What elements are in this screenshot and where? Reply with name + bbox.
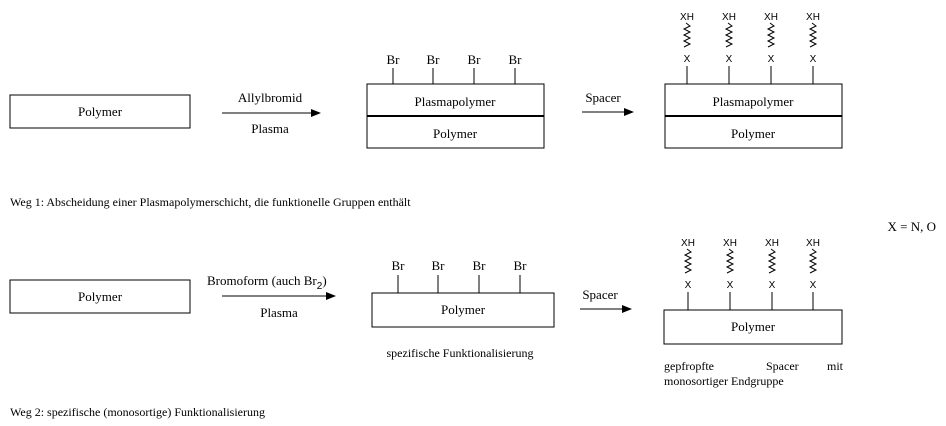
spacer-chain: XH X	[806, 238, 820, 310]
row2-reagent: Bromoform (auch Br2)	[207, 273, 327, 292]
spacer-chain: XH X	[723, 238, 737, 310]
row1-plasma-layer-label: Plasmapolymer	[415, 94, 497, 109]
row2-grafted-caption-line2: monosortiger Endgruppe	[664, 374, 784, 388]
row1-grafted-substrate-label: Polymer	[731, 126, 776, 141]
row2-caption: Weg 2: spezifische (monosortige) Funktio…	[10, 405, 265, 419]
row1-spacer-arrow: Spacer	[582, 90, 634, 116]
row1-br-label: Br	[387, 52, 401, 67]
row2-br-label: Br	[473, 258, 487, 273]
row1-reaction-arrow: Allylbromid Plasma	[222, 90, 321, 136]
spacer-anchor-atom: X	[810, 280, 817, 291]
spacer-zigzag	[767, 248, 777, 274]
row2-grafted-polymer: Polymer XH X XH X XH X XH X gepfropfte Spacer m…	[663, 238, 844, 388]
spacer-anchor-atom: X	[727, 280, 734, 291]
spacer-chain: XH X	[722, 12, 736, 84]
row2-br-label: Br	[392, 258, 406, 273]
spacer-end-group: XH	[806, 12, 820, 23]
spacer-end-group: XH	[681, 238, 695, 249]
row2-br-label: Br	[514, 258, 528, 273]
row2-grafted-product-label: Polymer	[731, 319, 776, 334]
row1-substrate-label: Polymer	[433, 126, 478, 141]
spacer-end-group: XH	[680, 12, 694, 23]
row2-condition: Plasma	[260, 305, 298, 320]
row2-functionalized-polymer: Polymer Br Br Br Br spezifische Funktion…	[371, 258, 555, 360]
row2-grafted-caption-line1: mit	[827, 359, 844, 373]
spacer-anchor-atom: X	[726, 54, 733, 65]
spacer-zigzag	[766, 22, 776, 48]
row1-br-label: Br	[509, 52, 523, 67]
spacer-zigzag	[724, 22, 734, 48]
spacer-end-group: XH	[764, 12, 778, 23]
row1-br-label: Br	[427, 52, 441, 67]
spacer-chain: XH X	[765, 238, 779, 310]
spacer-zigzag	[808, 248, 818, 274]
row2-product-caption: spezifische Funktionalisierung	[387, 346, 534, 360]
spacer-end-group: XH	[765, 238, 779, 249]
row1-start-polymer-label: Polymer	[78, 104, 123, 119]
row1-reagent: Allylbromid	[238, 90, 303, 105]
spacer-anchor-atom: X	[810, 54, 817, 65]
row1-grafted-polymer: Plasmapolymer Polymer XH X XH X XH X XH X	[664, 12, 843, 149]
row1-spacer-label: Spacer	[585, 90, 621, 105]
row1-start-polymer: Polymer	[9, 94, 191, 129]
row2-grafted-caption-line1: Spacer	[766, 359, 799, 373]
spacer-anchor-atom: X	[768, 54, 775, 65]
row1-coated-polymer: Plasmapolymer Polymer Br Br Br Br	[366, 52, 545, 149]
row2-spacer-arrow: Spacer	[580, 287, 632, 313]
row1-grafted-layer-label: Plasmapolymer	[713, 94, 795, 109]
row2-br-label: Br	[432, 258, 446, 273]
spacer-zigzag	[683, 248, 693, 274]
spacer-anchor-atom: X	[685, 280, 692, 291]
spacer-chain: XH X	[806, 12, 820, 84]
spacer-chain: XH X	[681, 238, 695, 310]
spacer-chain: XH X	[764, 12, 778, 84]
spacer-zigzag	[725, 248, 735, 274]
spacer-end-group: XH	[722, 12, 736, 23]
row2-spacer-label: Spacer	[582, 287, 618, 302]
row2-product-label: Polymer	[441, 302, 486, 317]
side-note: X = N, O	[888, 219, 937, 234]
spacer-zigzag	[808, 22, 818, 48]
row2-reaction-arrow: Bromoform (auch Br2) Plasma	[207, 273, 336, 320]
row1-condition: Plasma	[251, 121, 289, 136]
row2-grafted-caption-line1: gepfropfte	[664, 359, 714, 373]
row1-caption: Weg 1: Abscheidung einer Plasmapolymersc…	[10, 195, 411, 209]
row2-start-polymer: Polymer	[9, 279, 191, 314]
spacer-zigzag	[682, 22, 692, 48]
spacer-anchor-atom: X	[769, 280, 776, 291]
spacer-end-group: XH	[806, 238, 820, 249]
spacer-anchor-atom: X	[684, 54, 691, 65]
row1-br-label: Br	[468, 52, 482, 67]
spacer-chain: XH X	[680, 12, 694, 84]
spacer-end-group: XH	[723, 238, 737, 249]
row2-start-polymer-label: Polymer	[78, 289, 123, 304]
